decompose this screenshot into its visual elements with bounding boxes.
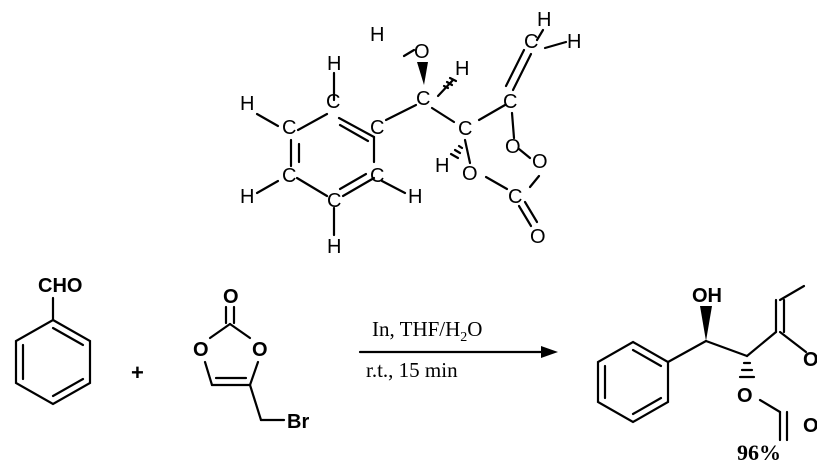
product-oh: OH <box>692 285 722 307</box>
product: OH O O O 96% <box>596 284 817 465</box>
atom-h-para: H <box>240 186 254 208</box>
atom-c-meta2: C <box>327 190 341 212</box>
product-hash-bond <box>738 361 756 379</box>
atom-o-ring1: O <box>505 136 521 158</box>
atom-h-methylene2: H <box>567 31 581 53</box>
atom-h-ortho2: H <box>408 186 422 208</box>
product-benzene-ring <box>596 340 670 424</box>
atom-h-carbinol: H <box>455 58 469 80</box>
atom-o-oh: O <box>414 41 430 63</box>
plus-sign: + <box>131 360 144 385</box>
reactant2-carbonyl-o: O <box>223 286 239 308</box>
atom-o-carbonyl: O <box>530 226 546 248</box>
product-wedge-bond <box>700 306 712 341</box>
product-ring-o: O <box>737 385 753 407</box>
product-ring-o-right: O <box>803 349 817 371</box>
reactant-bromomethyl-carbonate: O O O Br <box>193 286 309 433</box>
product-carbonyl-o: O <box>803 415 817 437</box>
atom-o-ring2: O <box>532 151 548 173</box>
atom-c-ipso: C <box>370 117 384 139</box>
atom-h-methylene1: H <box>537 9 551 31</box>
atom-c-alpha: C <box>458 118 472 140</box>
atom-c-para: C <box>282 165 296 187</box>
conditions-time: r.t., 15 min <box>366 358 458 382</box>
reactant1-cho-label: CHO <box>38 275 82 297</box>
atom-c-carbonyl: C <box>508 186 522 208</box>
reaction-arrow <box>358 346 558 358</box>
atom-c-vinyl: C <box>503 91 517 113</box>
benzene-ring <box>14 318 92 406</box>
top-structure-bonds <box>255 28 568 237</box>
reactant2-br: Br <box>287 411 309 433</box>
arrow-head <box>541 346 558 358</box>
atom-h-meta1: H <box>240 93 254 115</box>
conditions-subscript: 2 <box>460 330 467 345</box>
product-yield: 96% <box>737 440 781 465</box>
atom-c-meta1: C <box>282 117 296 139</box>
atom-c-ortho2: C <box>370 165 384 187</box>
atom-c-ortho1: C <box>326 91 340 113</box>
atom-h-alpha: H <box>435 155 449 177</box>
atom-h-meta2: H <box>327 236 341 258</box>
reactant2-ring-o-left: O <box>193 339 209 361</box>
atom-h-ortho1: H <box>327 53 341 75</box>
reactant-benzaldehyde: CHO <box>14 275 92 406</box>
atom-c-carbinol: C <box>416 88 430 110</box>
atom-c-methylene: C <box>524 31 538 53</box>
top-structure: H O C H C C H C H C H C H C H C H C C H … <box>240 9 581 258</box>
carbinol-wedge-bond <box>417 62 428 85</box>
atom-o-lower: O <box>462 163 478 185</box>
conditions-reagent: In, THF/H2O <box>372 317 482 345</box>
alpha-hash-bond <box>449 144 464 160</box>
atom-h-oh: H <box>370 24 384 46</box>
reactant2-ring-o-right: O <box>252 339 268 361</box>
carbinol-hash-bond <box>442 76 458 90</box>
